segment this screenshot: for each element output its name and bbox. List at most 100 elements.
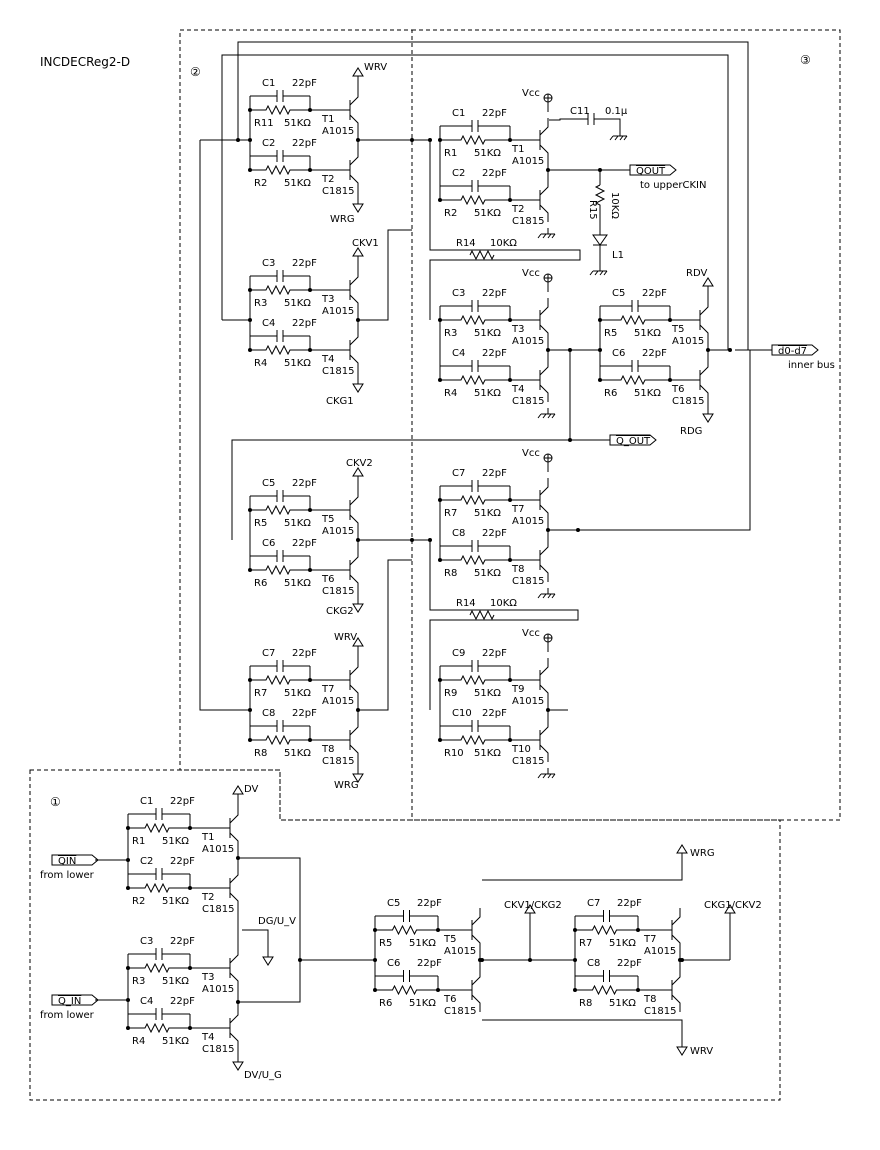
- capacitor: [375, 970, 438, 982]
- capacitor: [250, 150, 310, 162]
- schematic-title: INCDECReg2-D: [40, 55, 130, 69]
- s1-stage-b-rc-lower: [126, 1008, 192, 1034]
- transistor-type-pnp: A1015: [444, 946, 476, 957]
- cap-ref-c4: C4: [452, 348, 465, 359]
- s2-stage-a-rc-upper: [248, 90, 312, 116]
- cap-ref-c4: C4: [140, 996, 153, 1007]
- s3-stage-c-npn: [690, 360, 709, 402]
- transistor-type-pnp: A1015: [202, 844, 234, 855]
- transistor-base: [690, 370, 701, 390]
- s3-stage-d-pnp: [530, 478, 549, 520]
- transistor-ref-t1: T1: [201, 832, 214, 843]
- s1-stage-a-rc-upper: [126, 808, 192, 834]
- section-1-wiring: [95, 857, 731, 1035]
- supply-arrow-down: [352, 192, 364, 213]
- resistor: [250, 164, 310, 176]
- transistor-legs: [229, 1008, 239, 1050]
- rc-bridge: [574, 916, 639, 930]
- res-ref-r4: R4: [254, 358, 267, 369]
- transistor-base: [530, 550, 541, 570]
- supply-wrg-top: WRG: [330, 214, 355, 225]
- capacitor: [250, 330, 310, 342]
- cap-value: 22pF: [417, 898, 442, 909]
- output-node: [237, 988, 258, 1008]
- base-wire: [190, 967, 220, 1029]
- rc-bridge: [439, 186, 511, 200]
- transistor-ref-t8: T8: [643, 994, 656, 1005]
- transistor-type-npn: C1815: [322, 586, 354, 597]
- s2-stage-b-npn: [340, 330, 359, 372]
- res-value: 51KΩ: [474, 568, 501, 579]
- resistor: [128, 882, 190, 894]
- transistor-base: [340, 340, 351, 360]
- supply-ckg1: CKG1: [326, 396, 354, 407]
- s1-stage-c-npn: [462, 970, 481, 1012]
- res-value: 51KΩ: [162, 836, 189, 847]
- res-value: 51KΩ: [284, 578, 311, 589]
- capacitor: [440, 120, 510, 132]
- cap-value: 22pF: [292, 138, 317, 149]
- supply-ckv1: CKV1: [352, 238, 379, 249]
- capacitor: [128, 808, 190, 820]
- res-ref-r14-upper: R14: [456, 238, 476, 249]
- res-ref-r5: R5: [604, 328, 617, 339]
- res-value: 51KΩ: [634, 328, 661, 339]
- rc-bridge: [439, 486, 511, 500]
- junction-dot: [356, 538, 360, 542]
- supply-arrow-down: [232, 1050, 244, 1071]
- res-value: 51KΩ: [474, 748, 501, 759]
- cap-ref-c9: C9: [452, 648, 465, 659]
- transistor-ref-t2: T2: [321, 174, 334, 185]
- ground-symbol: [537, 588, 556, 599]
- port-q-in: Q_IN: [58, 996, 81, 1007]
- rc-bridge: [249, 156, 311, 170]
- junction-dot: [356, 318, 360, 322]
- capacitor: [250, 270, 310, 282]
- res-ref-r6: R6: [604, 388, 617, 399]
- cap-value: 22pF: [482, 708, 507, 719]
- port-inner-bus: d0-d7: [778, 346, 807, 357]
- cap-value: 22pF: [482, 528, 507, 539]
- resistor-r14-lower: [469, 609, 495, 621]
- s2-stage-d-pnp: [340, 658, 359, 700]
- s2-stage-b-rc-lower: [248, 330, 312, 356]
- rc-bridge: [439, 126, 511, 140]
- transistor-ref-t9: T9: [511, 684, 524, 695]
- cap-ref-c6: C6: [612, 348, 625, 359]
- transistor-type-npn: C1815: [322, 366, 354, 377]
- transistor-ref-t1: T1: [511, 144, 524, 155]
- res-value: 51KΩ: [284, 118, 311, 129]
- cap-ref-c8: C8: [262, 708, 275, 719]
- rc-bridge: [439, 666, 511, 680]
- transistor-type-npn: C1815: [322, 186, 354, 197]
- transistor-legs: [229, 806, 239, 848]
- section-label-2: ②: [190, 65, 201, 79]
- transistor-ref-t3: T3: [321, 294, 334, 305]
- cap-value: 22pF: [292, 648, 317, 659]
- s2-stage-b-pnp: [340, 268, 359, 310]
- supply-arrow-up: [702, 277, 714, 298]
- s1-stage-b-npn: [220, 1008, 239, 1050]
- rc-bridge: [599, 366, 671, 380]
- transistor-type-npn: C1815: [512, 576, 544, 587]
- supply-arrow-down: [262, 945, 274, 966]
- cap-ref-c8: C8: [587, 958, 600, 969]
- transistor-ref-t6: T6: [443, 994, 456, 1005]
- transistor-legs: [229, 946, 239, 988]
- cap-value: 22pF: [292, 538, 317, 549]
- transistor-base: [340, 280, 351, 300]
- s3-stage-a-rc-lower: [438, 180, 512, 206]
- s1-stage-c-rc-upper: [373, 910, 440, 936]
- port-qout-desc: to upperCKIN: [640, 180, 706, 191]
- base-wire: [510, 499, 530, 561]
- res-ref-r2: R2: [254, 178, 267, 189]
- res-ref-r1: R1: [444, 148, 457, 159]
- transistor-legs: [349, 550, 359, 592]
- cap-ref-c2: C2: [262, 138, 275, 149]
- supply-dv: DV: [244, 784, 259, 795]
- base-wire: [510, 679, 530, 741]
- rc-bridge: [439, 546, 511, 560]
- cap-ref-c2: C2: [140, 856, 153, 867]
- supply-wrv-top: WRV: [364, 62, 387, 73]
- cap-ref-c3: C3: [452, 288, 465, 299]
